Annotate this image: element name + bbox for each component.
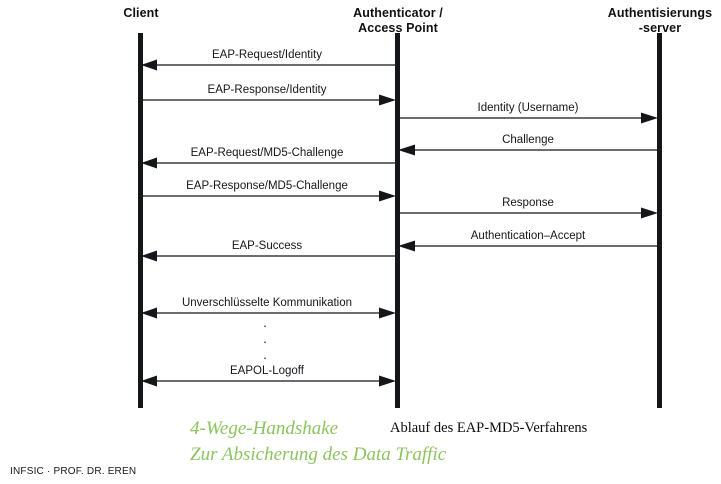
- arrow-eap-success: [141, 250, 395, 262]
- lifeline-client: [138, 33, 143, 408]
- arrow-eap-request-identity: [141, 59, 395, 71]
- actor-header-authentication-server: Authentisierungs -server: [607, 6, 713, 35]
- lifeline-authenticator: [395, 33, 400, 408]
- arrow-unverschluesselte-kommunikation: [141, 307, 396, 319]
- message-label-challenge: Challenge: [502, 134, 554, 146]
- arrow-eapol-logoff: [141, 375, 396, 387]
- message-label-response: Response: [502, 197, 554, 209]
- arrow-challenge: [398, 144, 657, 156]
- arrow-authentication-accept: [398, 240, 657, 252]
- actor-header-client: Client: [123, 6, 159, 20]
- caption-green-line-1: 4-Wege-Handshake: [190, 418, 339, 439]
- caption-green-line-2: Zur Absicherung des Data Traffic: [190, 444, 447, 465]
- message-label-authentication-accept: Authentication–Accept: [470, 230, 586, 242]
- arrow-eap-response-md5-challenge: [140, 190, 396, 202]
- caption-diagram-title: Ablauf des EAP-MD5-Verfahrens: [390, 420, 588, 436]
- message-label-unverschluesselte-kommunikation: Unverschlüsselte Kommunikation: [181, 297, 353, 309]
- arrow-identity-username: [399, 112, 658, 124]
- arrow-eap-response-identity: [140, 94, 396, 106]
- continuation-dot-2: ·: [262, 334, 268, 349]
- message-label-eap-success: EAP-Success: [231, 240, 303, 252]
- message-label-eap-request-identity: EAP-Request/Identity: [212, 49, 322, 61]
- continuation-dot-3: ·: [262, 350, 268, 365]
- message-label-eap-response-md5-challenge: EAP-Response/MD5-Challenge: [186, 180, 348, 192]
- actor-header-authenticator: Authenticator / Access Point: [353, 6, 443, 35]
- message-label-eapol-logoff: EAPOL-Logoff: [230, 365, 304, 377]
- arrow-eap-request-md5-challenge: [141, 157, 395, 169]
- message-label-eap-request-md5-challenge: EAP-Request/MD5-Challenge: [190, 147, 344, 159]
- footer-attribution: INFSIC · PROF. DR. EREN: [10, 466, 137, 477]
- message-label-identity-username: Identity (Username): [477, 102, 579, 114]
- message-label-eap-response-identity: EAP-Response/Identity: [207, 84, 327, 96]
- lifeline-authentication-server: [657, 33, 662, 408]
- continuation-dot-1: ·: [262, 318, 268, 333]
- arrow-response: [399, 207, 658, 219]
